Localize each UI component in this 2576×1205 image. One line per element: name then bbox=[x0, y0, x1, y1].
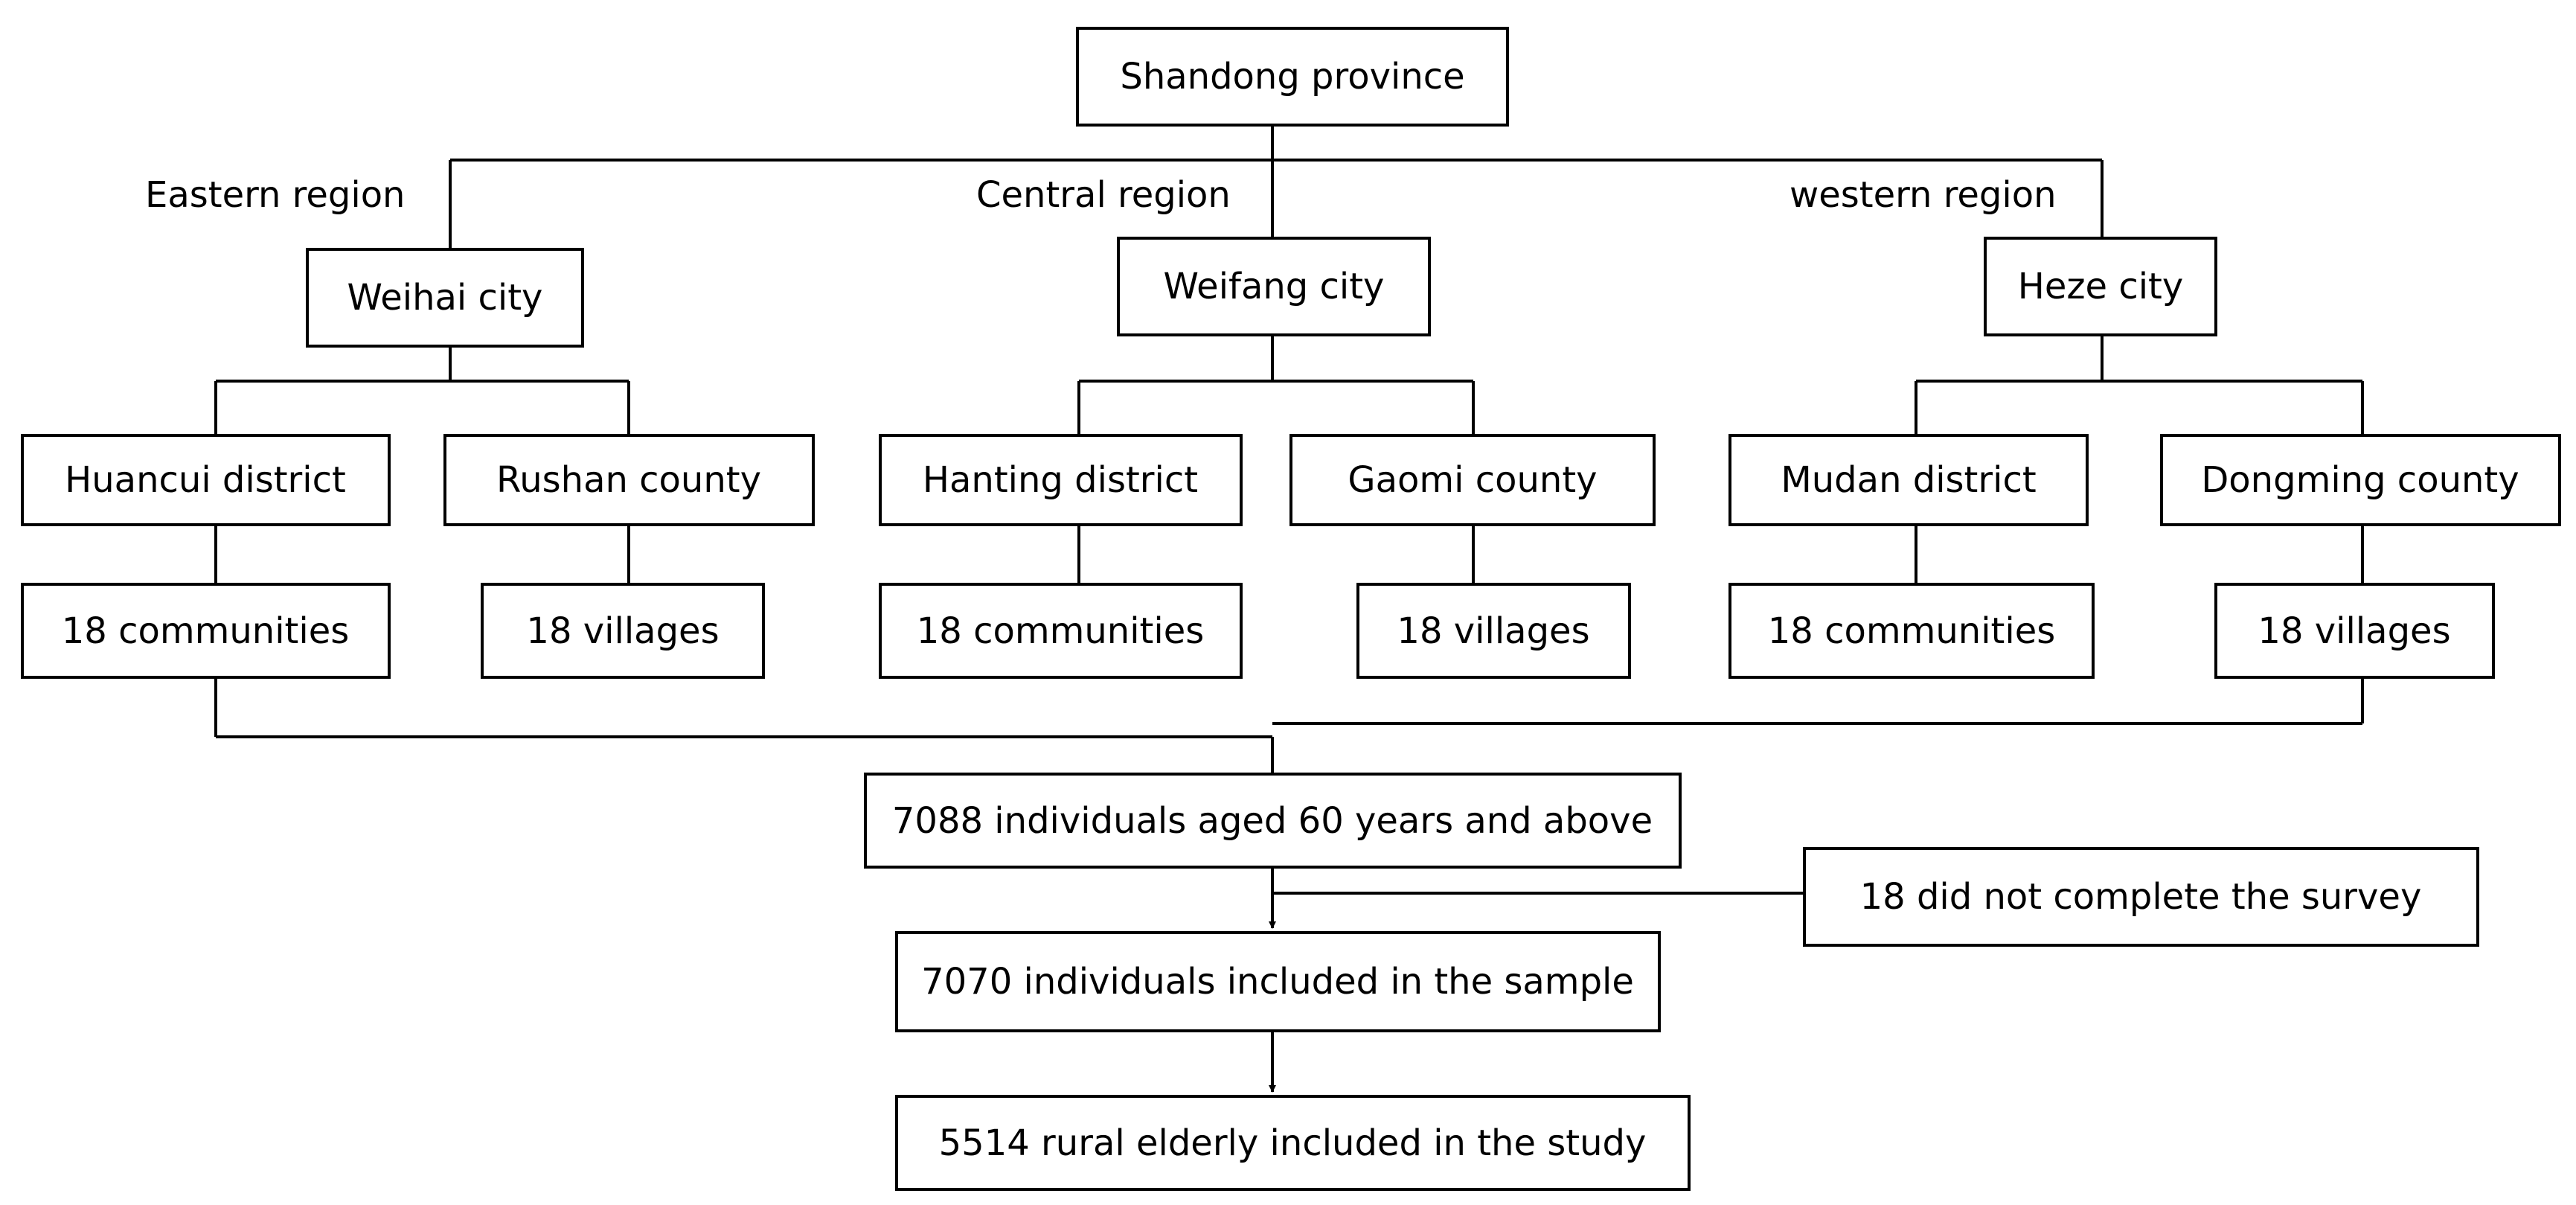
unit-node-dongming: 18 villages bbox=[2214, 583, 2495, 679]
root-label: Shandong province bbox=[1120, 56, 1464, 98]
unit-label-dongming: 18 villages bbox=[2258, 610, 2450, 652]
district-label-mudan: Mudan district bbox=[1781, 459, 2036, 501]
flow-node-excluded: 18 did not complete the survey bbox=[1803, 847, 2479, 947]
unit-node-gaomi: 18 villages bbox=[1356, 583, 1631, 679]
district-label-huancui: Huancui district bbox=[65, 459, 346, 501]
region-label-central: Central region bbox=[976, 174, 1231, 216]
city-label-weifang: Weifang city bbox=[1164, 266, 1385, 307]
city-node-heze: Heze city bbox=[1984, 237, 2217, 336]
unit-label-gaomi: 18 villages bbox=[1397, 610, 1589, 652]
region-label-western: western region bbox=[1790, 174, 2057, 216]
unit-node-rushan: 18 villages bbox=[481, 583, 765, 679]
district-node-mudan: Mudan district bbox=[1728, 434, 2089, 526]
unit-node-mudan: 18 communities bbox=[1728, 583, 2095, 679]
flow-label-excluded: 18 did not complete the survey bbox=[1860, 876, 2422, 918]
flow-label-study: 5514 rural elderly included in the study bbox=[939, 1122, 1647, 1164]
district-node-hanting: Hanting district bbox=[879, 434, 1243, 526]
unit-node-hanting: 18 communities bbox=[879, 583, 1243, 679]
root-node: Shandong province bbox=[1076, 27, 1509, 127]
unit-label-huancui: 18 communities bbox=[62, 610, 349, 652]
district-label-hanting: Hanting district bbox=[923, 459, 1198, 501]
district-label-dongming: Dongming county bbox=[2201, 459, 2519, 501]
city-node-weihai: Weihai city bbox=[306, 248, 584, 348]
district-label-rushan: Rushan county bbox=[496, 459, 761, 501]
district-node-rushan: Rushan county bbox=[443, 434, 815, 526]
region-label-eastern: Eastern region bbox=[145, 174, 405, 216]
district-label-gaomi: Gaomi county bbox=[1348, 459, 1597, 501]
flow-label-total: 7088 individuals aged 60 years and above bbox=[892, 800, 1653, 842]
city-node-weifang: Weifang city bbox=[1117, 237, 1431, 336]
district-node-huancui: Huancui district bbox=[21, 434, 391, 526]
district-node-gaomi: Gaomi county bbox=[1289, 434, 1656, 526]
flow-node-total: 7088 individuals aged 60 years and above bbox=[864, 773, 1682, 869]
connectors bbox=[214, 125, 2364, 1093]
district-node-dongming: Dongming county bbox=[2160, 434, 2561, 526]
city-label-weihai: Weihai city bbox=[347, 277, 543, 319]
unit-label-mudan: 18 communities bbox=[1768, 610, 2055, 652]
flow-node-sample: 7070 individuals included in the sample bbox=[895, 931, 1661, 1032]
unit-label-rushan: 18 villages bbox=[526, 610, 719, 652]
unit-node-huancui: 18 communities bbox=[21, 583, 391, 679]
unit-label-hanting: 18 communities bbox=[917, 610, 1204, 652]
city-label-heze: Heze city bbox=[2018, 266, 2184, 307]
flow-label-sample: 7070 individuals included in the sample bbox=[921, 961, 1634, 1003]
flow-node-study: 5514 rural elderly included in the study bbox=[895, 1095, 1691, 1191]
